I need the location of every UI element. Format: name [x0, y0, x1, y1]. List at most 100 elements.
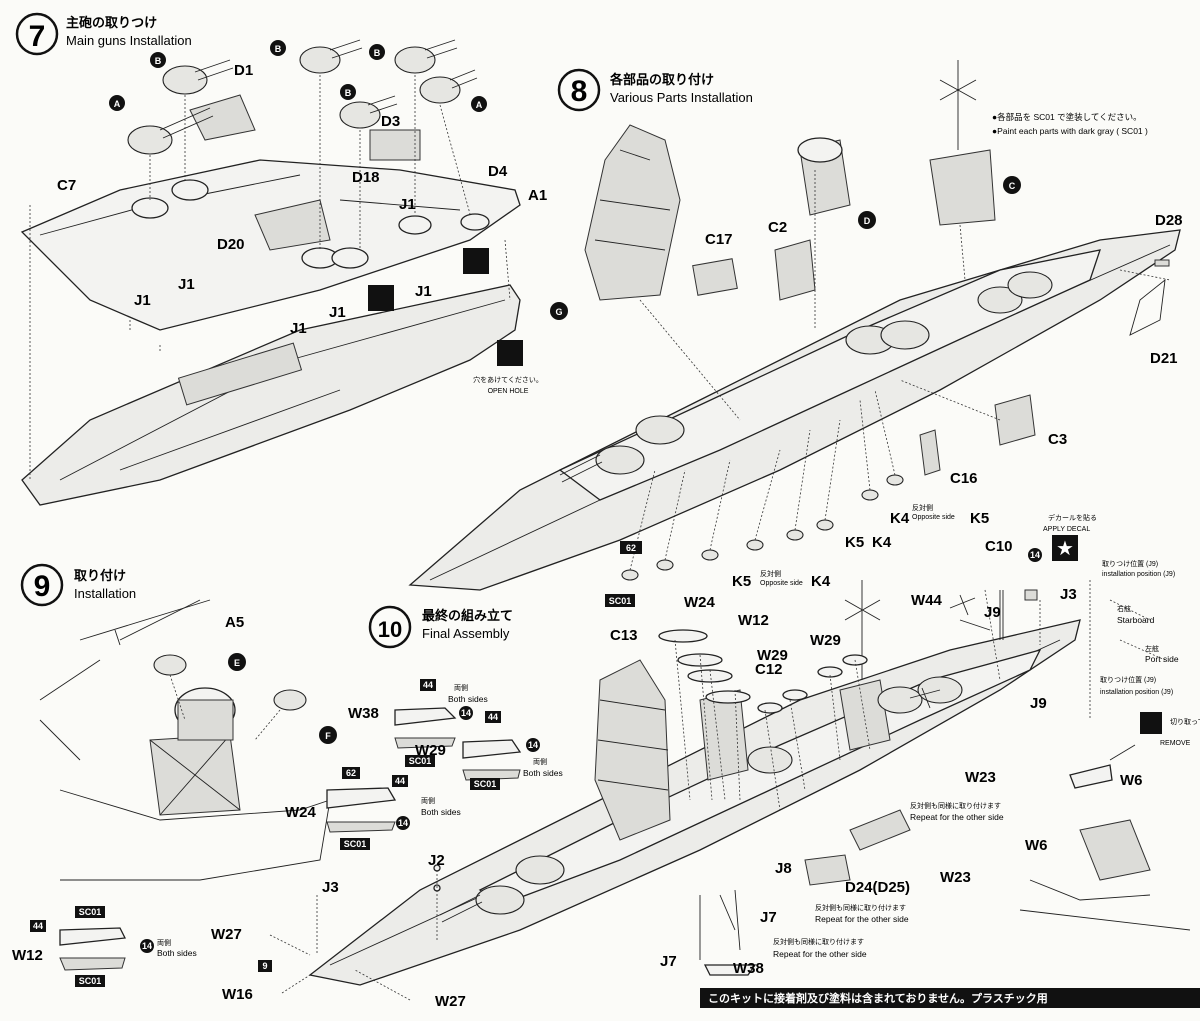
repeat-en: Repeat for the other side [910, 812, 1004, 822]
label-W38: W38 [733, 960, 764, 977]
install-pos-en: installation position (J9) [1102, 571, 1175, 578]
label-D1: D1 [234, 62, 253, 79]
label-W23: W23 [965, 769, 996, 786]
open-hole-marker [497, 340, 523, 366]
remove-en: REMOVE [1160, 740, 1191, 747]
label-B: B [275, 44, 282, 54]
boat-w29-side [462, 769, 521, 781]
label-C16: C16 [950, 470, 978, 487]
label-D28: D28 [1155, 212, 1183, 229]
boat-w38-top [394, 707, 457, 726]
label-B: B [345, 88, 352, 98]
step-10: 10 最終の組み立て Final Assembly 44 両側 Both sid… [211, 513, 1200, 1010]
label-W27: W27 [435, 993, 466, 1010]
paint-sc01: SC01 [344, 839, 367, 849]
decal-marker [1052, 535, 1078, 561]
label-W27: W27 [211, 926, 242, 943]
label-J2: J2 [428, 852, 445, 869]
step7-hull [21, 284, 521, 506]
boat-w12-top [59, 927, 126, 946]
both-jp: 両側 [533, 757, 547, 766]
label-C: C [1009, 181, 1016, 191]
step-8-badge [557, 68, 601, 112]
turret-b3 [339, 95, 398, 129]
paint-14: 14 [142, 941, 152, 951]
step-8: 8 各部品の取り付け Various Parts Installation ●各… [408, 60, 1183, 607]
open-hole-jp: 穴をあけてください。 [473, 375, 543, 384]
both-en: Both sides [421, 807, 461, 817]
step-8-number: 8 [571, 75, 588, 108]
repeat-jp: 反対側も同様に取り付けます [910, 801, 1001, 810]
turret-b1 [162, 59, 234, 95]
label-A1: A1 [528, 187, 547, 204]
open-hole-marker [368, 285, 394, 311]
both-en: Both sides [157, 948, 197, 958]
paint-14: 14 [398, 818, 408, 828]
label-W6: W6 [1025, 837, 1048, 854]
part-c16 [919, 429, 941, 476]
opposite-en: Opposite side [760, 580, 803, 587]
remove-marker [1140, 712, 1162, 734]
both-en: Both sides [523, 768, 563, 778]
label-J1: J1 [134, 292, 151, 309]
opposite-en: Opposite side [912, 514, 955, 521]
boat-w24-top [326, 787, 397, 809]
opposite-jp: 反対側 [912, 503, 933, 512]
label-J1: J1 [399, 196, 416, 213]
step-10-title-jp: 最終の組み立て [422, 608, 513, 623]
label-B: B [374, 48, 381, 58]
open-hole-en: OPEN HOLE [488, 388, 529, 395]
boat-w29-top [462, 739, 522, 759]
part-w6-top [1069, 764, 1113, 789]
label-D24: D24(D25) [845, 879, 910, 896]
install-pos-en: installation position (J9) [1100, 689, 1173, 696]
paint-sc01: SC01 [474, 779, 497, 789]
repeat-jp: 反対側も同様に取り付けます [815, 903, 906, 912]
paint-9: 9 [262, 961, 267, 971]
label-K4: K4 [890, 510, 910, 527]
paint-sc01: SC01 [79, 907, 102, 917]
footer-text: このキットに接着剤及び塗料は含まれておりません。プラスチック用 [708, 991, 1048, 1005]
label-D20: D20 [217, 236, 245, 253]
label-D: D [864, 216, 871, 226]
repeat-jp: 反対側も同様に取り付けます [773, 937, 864, 946]
label-W38: W38 [348, 705, 379, 722]
paint-sc01: SC01 [79, 976, 102, 986]
step7-d20 [254, 199, 331, 251]
seaplane-w44 [949, 594, 991, 631]
opposite-jp: 反対側 [760, 569, 781, 578]
label-K5: K5 [732, 573, 751, 590]
label-K4: K4 [811, 573, 831, 590]
label-C13: C13 [610, 627, 638, 644]
paint-44: 44 [395, 776, 405, 786]
label-W12: W12 [12, 947, 43, 964]
label-W29: W29 [810, 632, 841, 649]
step10-inset-tower [1079, 819, 1151, 881]
label-J1: J1 [290, 320, 307, 337]
turret-b4 [394, 39, 458, 74]
label-D4: D4 [488, 163, 508, 180]
part-c3 [994, 394, 1036, 446]
label-K4: K4 [872, 534, 892, 551]
install-pos-jp: 取りつけ位置 (J9) [1100, 675, 1156, 684]
step-7-title-en: Main guns Installation [66, 33, 192, 48]
step-9-title-jp: 取り付け [74, 568, 126, 583]
label-C12: C12 [755, 661, 783, 678]
label-J8: J8 [775, 860, 792, 877]
remove-jp: 切り取って [1170, 718, 1200, 726]
label-K5: K5 [970, 510, 989, 527]
step-7: 7 主砲の取りつけ Main guns Installation [15, 12, 547, 506]
label-J1: J1 [178, 276, 195, 293]
step-9-title-en: Installation [74, 586, 136, 601]
label-J9: J9 [1030, 695, 1047, 712]
step7-d1 [189, 94, 256, 141]
label-C3: C3 [1048, 431, 1067, 448]
label-J3: J3 [1060, 586, 1077, 603]
label-C2: C2 [768, 219, 787, 236]
label-D21: D21 [1150, 350, 1178, 367]
step10-bridge [594, 659, 671, 841]
label-W24: W24 [285, 804, 317, 821]
label-E: E [234, 658, 240, 668]
both-en: Both sides [448, 694, 488, 704]
port-jp: 左舷 [1145, 644, 1159, 653]
